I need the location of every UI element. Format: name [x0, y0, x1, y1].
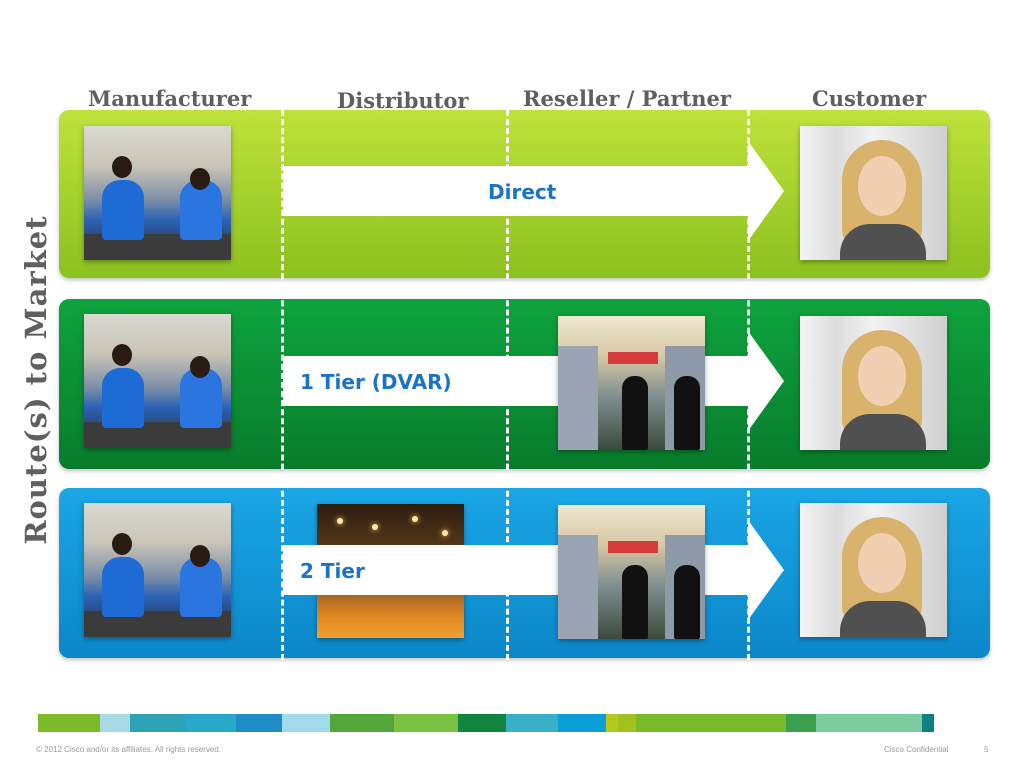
side-title: Route(s) to Market	[19, 215, 53, 545]
column-header-manufacturer: Manufacturer	[88, 86, 252, 111]
footer-stripe-segment	[38, 714, 100, 732]
manufacturer-photo-row-1	[84, 126, 231, 260]
page-number: 5	[984, 745, 989, 754]
reseller-photo-row-3	[558, 505, 705, 639]
footer-stripe-segment	[558, 714, 606, 732]
column-divider-1	[281, 110, 284, 660]
footer-confidential: Cisco Confidential	[884, 745, 949, 754]
customer-photo-row-3	[800, 503, 947, 637]
column-header-distributor: Distributor	[337, 88, 469, 113]
footer-stripe-segment	[816, 714, 922, 732]
direct-arrow-label: Direct	[488, 180, 557, 204]
footer-stripe-segment	[130, 714, 186, 732]
footer-stripe-segment	[186, 714, 236, 732]
reseller-photo-row-2	[558, 316, 705, 450]
footer-stripe-segment	[606, 714, 618, 732]
customer-photo-row-2	[800, 316, 947, 450]
footer-stripe-segment	[922, 714, 934, 732]
footer-copyright: © 2012 Cisco and/or its affiliates. All …	[36, 745, 221, 754]
footer-stripe-segment	[282, 714, 330, 732]
footer-stripe-segment	[330, 714, 394, 732]
manufacturer-photo-row-2	[84, 314, 231, 448]
footer-stripe-segment	[394, 714, 458, 732]
footer-stripe-segment	[458, 714, 506, 732]
two-tier-arrow-label: 2 Tier	[300, 559, 365, 583]
footer-color-stripe	[38, 714, 987, 732]
footer-stripe-segment	[636, 714, 786, 732]
footer-stripe-segment	[506, 714, 558, 732]
footer-stripe-segment	[786, 714, 816, 732]
footer-stripe-segment	[100, 714, 130, 732]
column-header-reseller: Reseller / Partner	[523, 86, 731, 111]
customer-photo-row-1	[800, 126, 947, 260]
column-header-customer: Customer	[812, 86, 927, 111]
footer-stripe-segment	[236, 714, 282, 732]
one-tier-arrow-label: 1 Tier (DVAR)	[300, 370, 452, 394]
manufacturer-photo-row-3	[84, 503, 231, 637]
footer-stripe-segment	[618, 714, 636, 732]
